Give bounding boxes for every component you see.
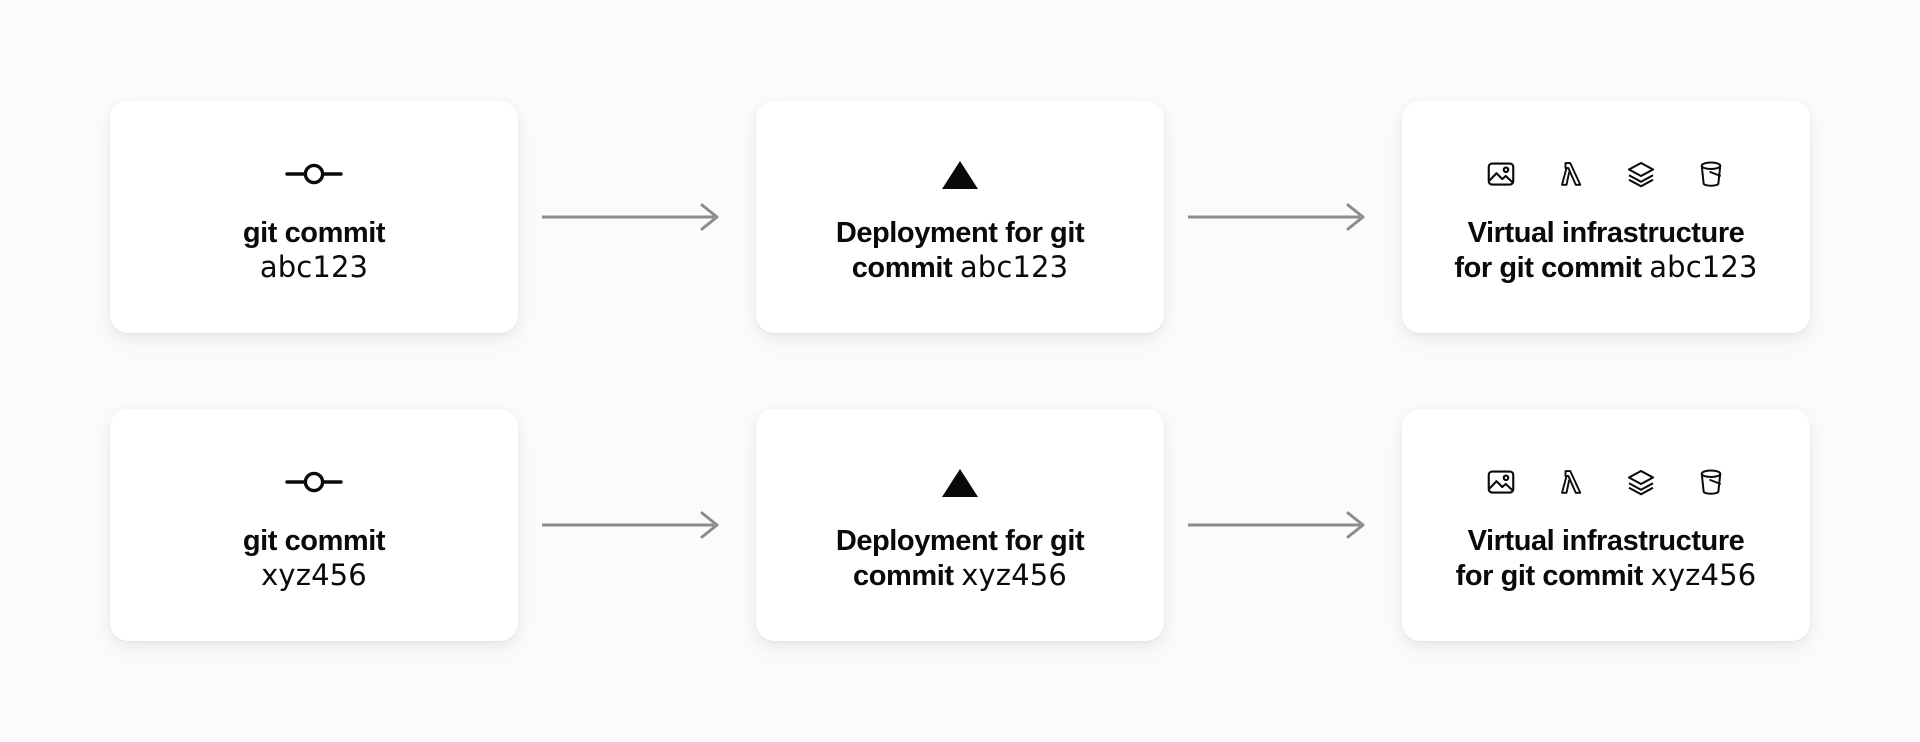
image-icon — [1487, 162, 1515, 186]
commit-hash: abc123 — [1649, 249, 1758, 284]
card-icon-area — [940, 453, 980, 511]
card-title-prefix: git commit — [242, 524, 386, 557]
card-title: Virtual infrastructure for git commit xy… — [1456, 525, 1757, 594]
bucket-icon — [1700, 469, 1722, 495]
deployment-card[interactable]: Deployment for git commit abc123 — [756, 101, 1164, 333]
card-title: Virtual infrastructure for git commit ab… — [1454, 217, 1757, 286]
card-icon-area — [1486, 145, 1726, 203]
git-commit-icon — [285, 163, 343, 184]
infrastructure-card[interactable]: Virtual infrastructure for git commit xy… — [1402, 409, 1810, 641]
card-title-line2: for git commit — [1454, 251, 1642, 284]
git-commit-icon — [285, 471, 343, 492]
lambda-icon — [1561, 161, 1582, 186]
card-title-line2: commit — [851, 251, 953, 284]
vercel-triangle-icon — [942, 468, 978, 497]
card-title: Deployment for git commit xyz456 — [835, 524, 1085, 594]
commit-hash: abc123 — [959, 249, 1069, 284]
card-icon-area — [940, 145, 980, 203]
card-title-line1: Deployment for git — [835, 524, 1085, 557]
flow-arrow — [542, 200, 732, 234]
lambda-icon — [1561, 469, 1582, 494]
bucket-icon — [1700, 161, 1722, 187]
git-commit-card[interactable]: git commit xyz456 — [110, 409, 518, 641]
flow-row: git commit xyz456 Deployment for git com… — [110, 409, 1810, 641]
card-icon-area — [285, 453, 343, 511]
card-title-line1: Virtual infrastructure — [1467, 216, 1745, 249]
card-title-prefix: git commit — [242, 216, 386, 249]
card-title: git commit abc123 — [242, 216, 386, 286]
card-title-line2: commit — [853, 559, 954, 592]
deployment-card[interactable]: Deployment for git commit xyz456 — [756, 409, 1164, 641]
vercel-triangle-icon — [942, 160, 978, 189]
card-title: git commit xyz456 — [242, 524, 386, 594]
flow-arrow — [542, 508, 732, 542]
card-title-line1: Deployment for git — [835, 216, 1085, 249]
commit-hash: xyz456 — [261, 557, 367, 592]
arrow-right-icon — [1188, 511, 1365, 539]
card-icon-area — [285, 145, 343, 203]
arrow-right-icon — [542, 511, 719, 539]
layers-icon — [1627, 161, 1655, 187]
arrow-right-icon — [1188, 203, 1365, 231]
flow-row: git commit abc123 Deployment for git com… — [110, 101, 1810, 333]
commit-hash: xyz456 — [961, 557, 1067, 592]
commit-hash: abc123 — [259, 249, 369, 284]
flow-arrow — [1188, 508, 1378, 542]
layers-icon — [1627, 469, 1655, 495]
arrow-right-icon — [542, 203, 719, 231]
card-icon-area — [1486, 453, 1726, 511]
flow-arrow — [1188, 200, 1378, 234]
card-title-line1: Virtual infrastructure — [1467, 524, 1745, 557]
image-icon — [1487, 470, 1515, 494]
card-title: Deployment for git commit abc123 — [835, 216, 1085, 286]
infrastructure-card[interactable]: Virtual infrastructure for git commit ab… — [1402, 101, 1810, 333]
card-title-line2: for git commit — [1455, 559, 1644, 592]
commit-hash: xyz456 — [1650, 557, 1757, 592]
git-commit-card[interactable]: git commit abc123 — [110, 101, 518, 333]
